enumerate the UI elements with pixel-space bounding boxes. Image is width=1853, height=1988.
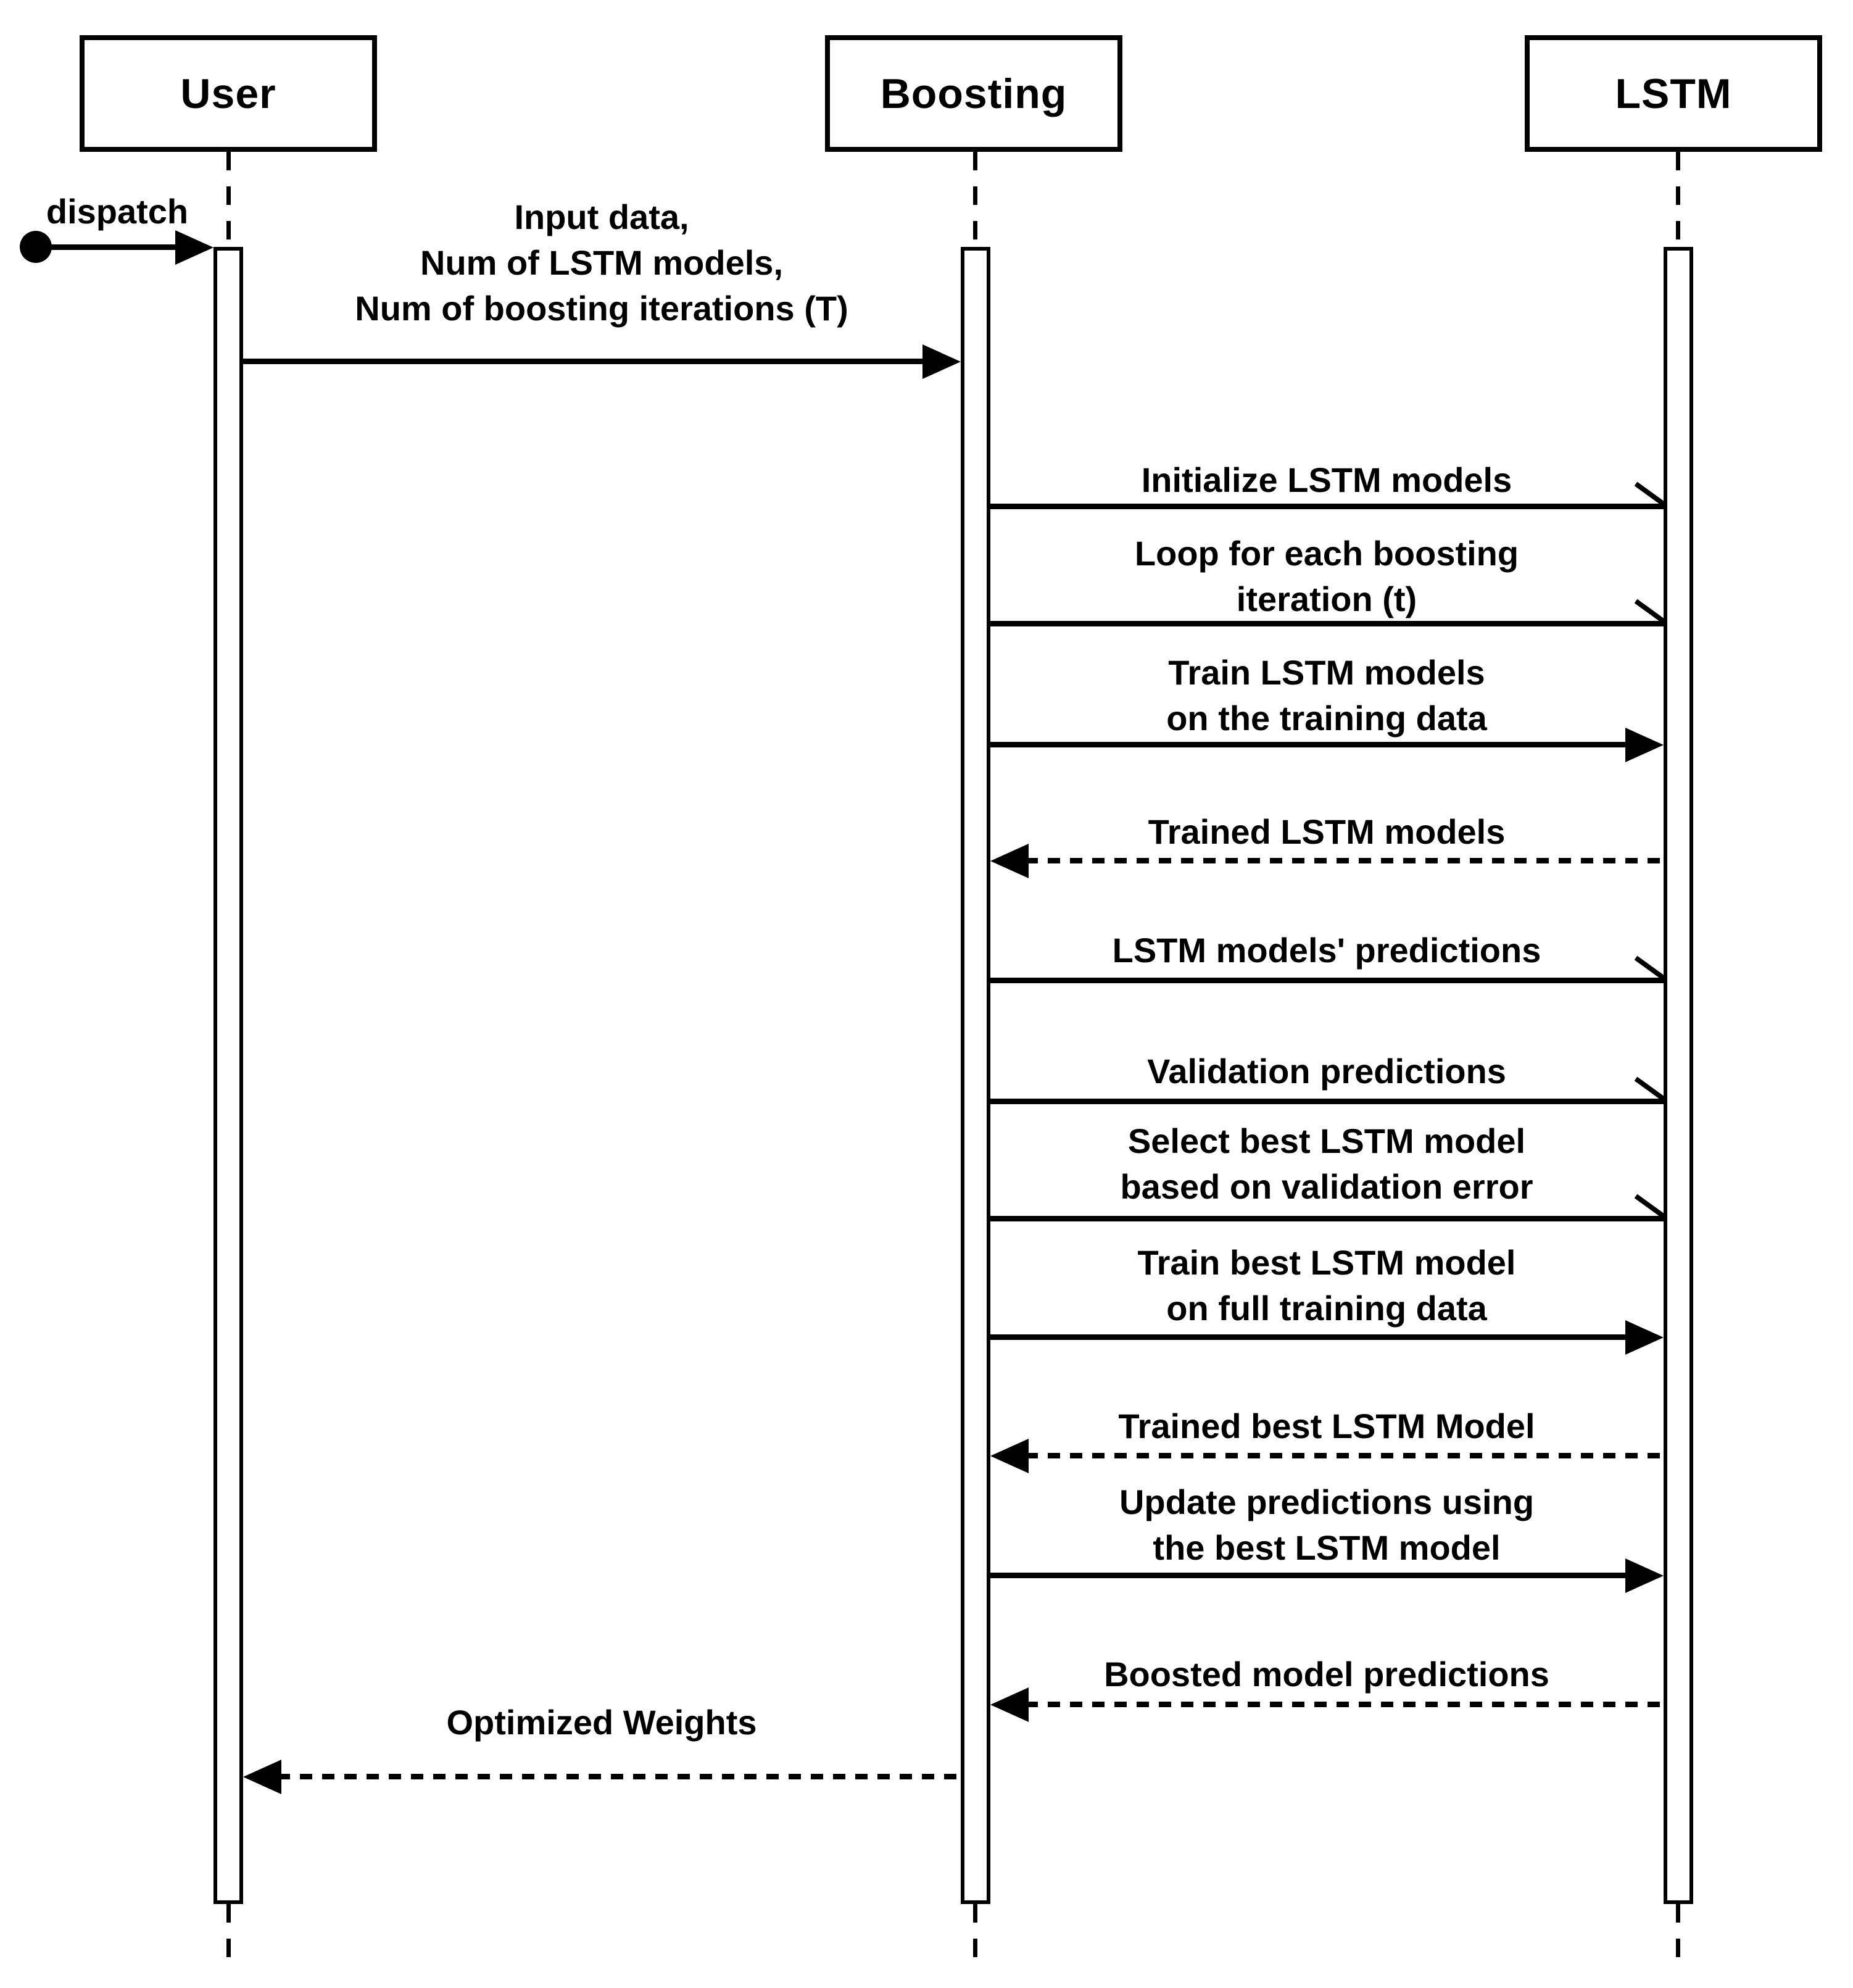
message-label-models-predictions: LSTM models' predictions: [1112, 931, 1541, 970]
filled-arrowhead-icon: [175, 230, 213, 265]
message-label-trained-models: Trained LSTM models: [1148, 812, 1506, 851]
lifeline-boosting-top: [973, 152, 977, 247]
lifeline-user-bottom: [226, 1904, 231, 1966]
filled-arrowhead-icon: [1625, 728, 1664, 762]
message-line-update-predictions: [990, 1573, 1629, 1578]
actor-box-user: User: [80, 35, 377, 152]
filled-arrowhead-icon: [243, 1760, 281, 1794]
message-line-initialize: [990, 504, 1664, 509]
message-label-update-predictions: Update predictions using the best LSTM m…: [1119, 1483, 1535, 1567]
message-line-loop: [990, 621, 1664, 626]
message-line-validation-predictions: [990, 1099, 1664, 1104]
actor-box-lstm: LSTM: [1525, 35, 1822, 152]
message-line-optimized-weights: [278, 1774, 961, 1779]
filled-arrowhead-icon: [922, 344, 961, 379]
activation-bar-boosting: [961, 247, 990, 1904]
filled-arrowhead-icon: [990, 1439, 1029, 1473]
message-line-dispatch: [36, 244, 178, 250]
activation-bar-lstm: [1664, 247, 1693, 1904]
message-label-loop: Loop for each boosting iteration (t): [1134, 534, 1519, 618]
message-label-initialize: Initialize LSTM models: [1141, 460, 1512, 499]
actor-label-user: User: [180, 70, 276, 117]
message-label-select-best: Select best LSTM model based on validati…: [1120, 1121, 1533, 1206]
filled-arrowhead-icon: [990, 844, 1029, 878]
lifeline-boosting-bottom: [973, 1904, 977, 1966]
filled-arrowhead-icon: [990, 1687, 1029, 1722]
actor-box-boosting: Boosting: [825, 35, 1122, 152]
actor-label-lstm: LSTM: [1615, 70, 1732, 117]
message-label-dispatch: dispatch: [46, 192, 189, 231]
message-line-trained-models: [1026, 858, 1664, 863]
message-line-train-models: [990, 742, 1629, 747]
lifeline-user-top: [226, 152, 231, 247]
message-line-train-best: [990, 1334, 1629, 1340]
message-line-trained-best: [1026, 1453, 1664, 1458]
message-label-validation-predictions: Validation predictions: [1147, 1052, 1506, 1091]
lifeline-lstm-top: [1676, 152, 1680, 247]
message-line-boosted-predictions: [1026, 1702, 1664, 1707]
activation-bar-user: [213, 247, 243, 1904]
message-line-input-data: [243, 359, 928, 364]
message-label-train-best: Train best LSTM model on full training d…: [1137, 1243, 1516, 1328]
message-label-input-data: Input data, Num of LSTM models, Num of b…: [355, 198, 848, 328]
message-line-models-predictions: [990, 978, 1664, 983]
filled-arrowhead-icon: [1625, 1558, 1664, 1593]
message-label-trained-best: Trained best LSTM Model: [1118, 1407, 1535, 1445]
filled-arrowhead-icon: [1625, 1320, 1664, 1355]
actor-label-boosting: Boosting: [880, 70, 1067, 117]
message-label-train-models: Train LSTM models on the training data: [1166, 653, 1487, 738]
message-label-boosted-predictions: Boosted model predictions: [1104, 1655, 1549, 1694]
message-label-optimized-weights: Optimized Weights: [446, 1703, 757, 1742]
message-line-select-best: [990, 1216, 1664, 1221]
lifeline-lstm-bottom: [1676, 1904, 1680, 1966]
